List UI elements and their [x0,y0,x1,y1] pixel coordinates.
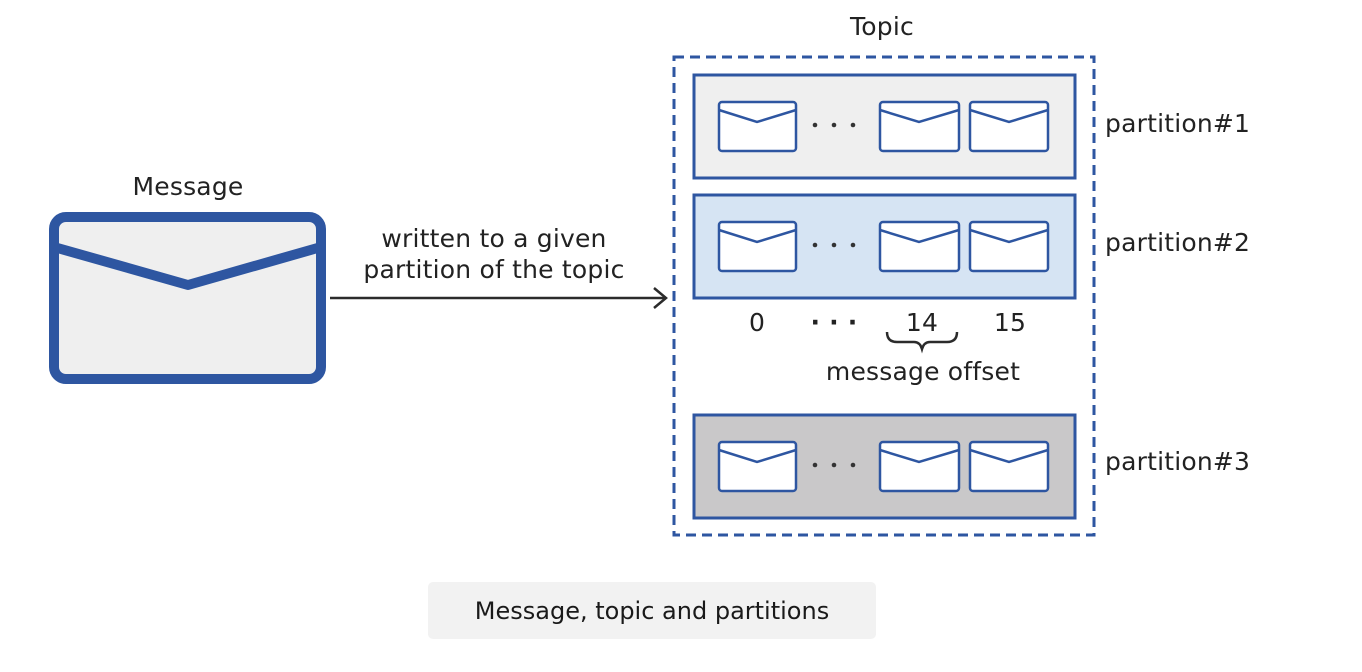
offset-dots: · · · [810,308,858,337]
ellipsis-dots [812,462,856,468]
envelope-icon [878,220,961,273]
write-arrow [330,287,668,309]
partition-2-box [692,193,1077,300]
ellipsis-dots [812,122,856,128]
partition-3-box [692,413,1077,520]
envelope-icon [717,440,798,493]
envelope-icon [717,100,798,153]
envelope-icon [968,440,1050,493]
partition-3-label: partition#3 [1105,447,1251,476]
offset-first: 0 [748,308,766,337]
envelope-icon [968,220,1050,273]
partition-1-label: partition#1 [1105,109,1251,138]
envelope-icon [717,220,798,273]
arrow-label-line1: written to a given [381,224,607,253]
message-envelope-icon [49,212,326,384]
ellipsis-dots [812,242,856,248]
message-label: Message [132,172,244,201]
offset-middle: 14 [905,308,939,337]
offset-last: 15 [993,308,1027,337]
topic-label: Topic [850,12,914,41]
partition-2-label: partition#2 [1105,228,1251,257]
topic-boundary [672,55,1096,537]
envelope-icon [968,100,1050,153]
figure-caption: Message, topic and partitions [428,582,876,639]
offset-brace [885,331,959,354]
offset-caption: message offset [825,357,1021,386]
arrow-label-line2: partition of the topic [363,255,625,284]
envelope-icon [878,440,961,493]
partition-1-box [692,73,1077,180]
envelope-icon [878,100,961,153]
